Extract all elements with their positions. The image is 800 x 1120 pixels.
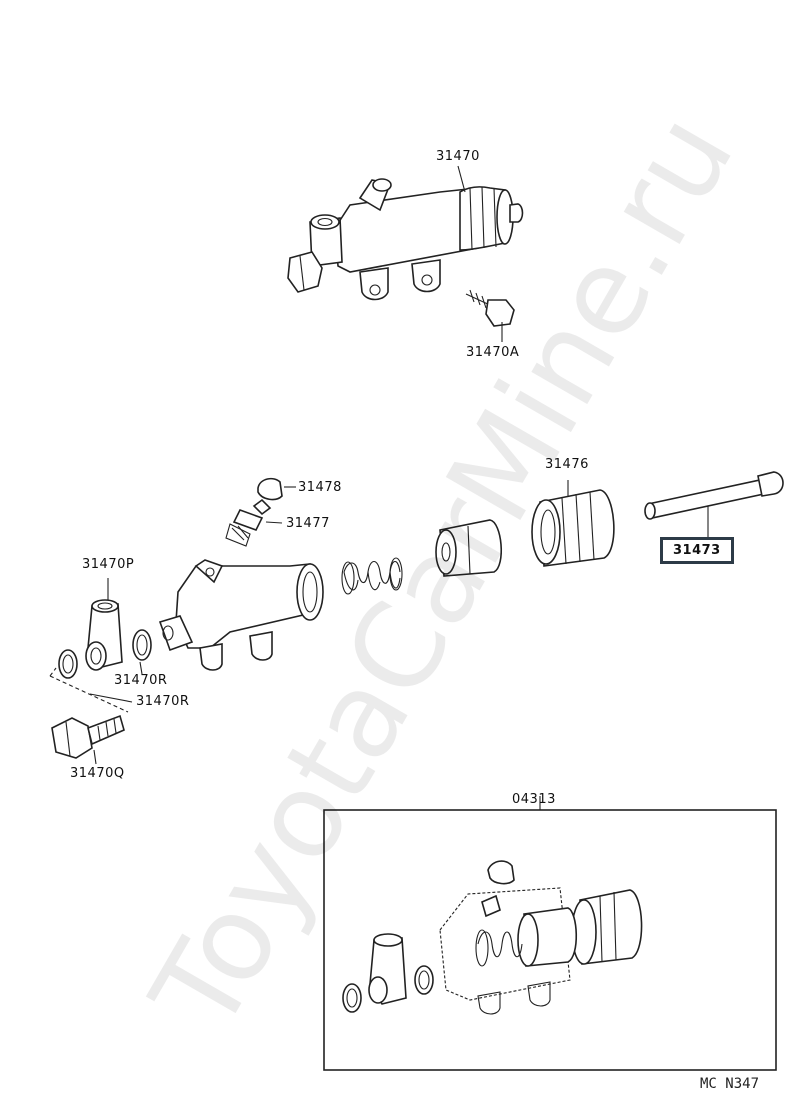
bleeder-plug-31477[interactable] (225, 498, 283, 547)
union-31470P[interactable] (85, 578, 123, 671)
spring[interactable] (341, 557, 403, 595)
piston[interactable] (435, 519, 503, 577)
label-31473-selected[interactable]: 31473 (660, 537, 734, 564)
bleeder-bolt-31470A[interactable] (465, 289, 515, 342)
label-31470P[interactable]: 31470P (82, 557, 135, 572)
repair-kit-box[interactable] (323, 796, 777, 1071)
label-31470R-upper[interactable]: 31470R (114, 673, 168, 688)
boot-31476[interactable] (531, 480, 615, 567)
assembly-guide-lines (49, 667, 133, 713)
drawing-code: MC N347 (700, 1076, 760, 1092)
label-31470Q[interactable]: 31470Q (70, 766, 125, 781)
label-04313[interactable]: 04313 (512, 792, 556, 807)
label-31470A[interactable]: 31470A (466, 345, 520, 360)
cylinder-body[interactable] (158, 559, 324, 671)
union-bolt-31470Q[interactable] (51, 714, 125, 765)
label-31477[interactable]: 31477 (286, 516, 330, 531)
label-31478[interactable]: 31478 (298, 480, 342, 495)
label-31476[interactable]: 31476 (545, 457, 589, 472)
bleeder-cap-31478[interactable] (257, 477, 296, 501)
label-31470R-lower[interactable]: 31470R (136, 694, 190, 709)
label-31470[interactable]: 31470 (436, 149, 480, 164)
gasket-left[interactable] (58, 649, 78, 679)
gasket-right[interactable] (132, 629, 152, 675)
clutch-release-cylinder-assembly[interactable] (287, 165, 524, 301)
push-rod-31473[interactable] (644, 471, 784, 540)
